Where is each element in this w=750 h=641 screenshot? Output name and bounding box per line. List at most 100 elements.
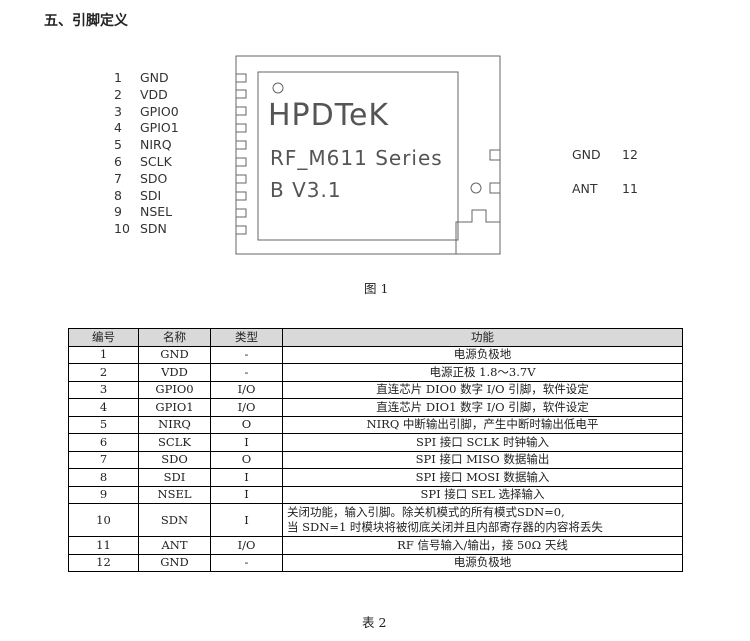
cell-number: 2 (68, 363, 139, 382)
pin-row: 3 GPIO0 (114, 104, 179, 121)
pin-row: 10 SDN (114, 221, 179, 238)
pin-name: SDN (140, 221, 167, 237)
cell-number: 5 (68, 415, 139, 434)
cell-type: - (210, 553, 283, 572)
pin-name: GND (572, 147, 601, 162)
right-pad-11 (489, 182, 500, 194)
section-heading: 五、引脚定义 (44, 13, 128, 29)
pin-name: NSEL (140, 204, 173, 220)
cell-name: SDI (138, 468, 211, 487)
module-series: RF_M611 Series (270, 146, 443, 170)
pin-number: 3 (114, 103, 122, 119)
cell-type: I (210, 468, 283, 487)
cell-number: 6 (68, 433, 139, 452)
header-type: 类型 (210, 328, 283, 347)
pin-number: 11 (622, 181, 638, 196)
cell-function: 关闭功能，输入引脚。除关机模式的所有模式SDN=0, 当 SDN=1 时模块将被… (282, 503, 683, 537)
pin-number: 2 (114, 86, 122, 102)
pin-row: 7 SDO (114, 171, 179, 188)
pin-name: SDO (140, 170, 168, 186)
cell-type: I (210, 433, 283, 452)
pin-name: GND (140, 70, 169, 85)
table-row: 10 SDN I 关闭功能，输入引脚。除关机模式的所有模式SDN=0, 当 SD… (68, 503, 683, 537)
table-header-row: 编号 名称 类型 功能 (68, 328, 683, 347)
cell-type: O (210, 450, 283, 469)
cell-name: GPIO0 (138, 380, 211, 399)
antenna-area (455, 209, 500, 254)
cell-name: SCLK (138, 433, 211, 452)
header-name: 名称 (138, 328, 211, 347)
cell-name: VDD (138, 363, 211, 382)
pin-name: ANT (572, 181, 598, 196)
function-line: 关闭功能，输入引脚。除关机模式的所有模式SDN=0, (287, 505, 565, 519)
pin-name: GPIO1 (140, 120, 179, 136)
pin-number: 6 (114, 153, 122, 169)
pin-number: 12 (622, 147, 638, 162)
pin-number: 5 (114, 137, 122, 153)
cell-function: SPI 接口 MOSI 数据输入 (282, 468, 683, 487)
cell-function: 直连芯片 DIO0 数字 I/O 引脚，软件设定 (282, 380, 683, 399)
cell-function: SPI 接口 SCLK 时钟输入 (282, 433, 683, 452)
cell-number: 4 (68, 398, 139, 417)
cell-name: NIRQ (138, 415, 211, 434)
cell-function: SPI 接口 SEL 选择输入 (282, 485, 683, 504)
cell-name: SDO (138, 450, 211, 469)
cell-type: I/O (210, 536, 283, 555)
cell-name: ANT (138, 536, 211, 555)
right-pin-row: GND 12 (572, 147, 638, 162)
pin-number: 8 (114, 187, 122, 203)
module-outline (235, 55, 501, 255)
pin-row: 4 GPIO1 (114, 120, 179, 137)
cell-type: - (210, 345, 283, 364)
pin-name: GPIO0 (140, 103, 179, 119)
pin1-marker (272, 82, 284, 94)
header-number: 编号 (68, 328, 139, 347)
header-function: 功能 (282, 328, 683, 347)
cell-type: O (210, 415, 283, 434)
pin-row: 5 NIRQ (114, 137, 179, 154)
cell-function: SPI 接口 MISO 数据输出 (282, 450, 683, 469)
pin-name: SCLK (140, 153, 172, 169)
right-pin-row: ANT 11 (572, 181, 638, 196)
cell-function: 电源正极 1.8～3.7V (282, 363, 683, 382)
pin-number: 4 (114, 120, 122, 136)
cell-number: 11 (68, 536, 139, 555)
cell-number: 1 (68, 345, 139, 364)
cell-type: I (210, 503, 283, 537)
cell-function: NIRQ 中断输出引脚，产生中断时输出低电平 (282, 415, 683, 434)
cell-type: I/O (210, 398, 283, 417)
module-shield (257, 71, 459, 241)
figure-caption: 图 1 (364, 281, 389, 296)
cell-number: 9 (68, 485, 139, 504)
table-caption: 表 2 (362, 615, 387, 630)
module-brand: HPDTeK (268, 98, 390, 133)
pin-number: 10 (114, 221, 130, 237)
pin-name: NIRQ (140, 137, 172, 153)
cell-number: 10 (68, 503, 139, 537)
cell-function: 电源负极地 (282, 553, 683, 572)
cell-number: 12 (68, 553, 139, 572)
left-pads (236, 73, 247, 235)
cell-name: SDN (138, 503, 211, 537)
function-line: 当 SDN=1 时模块将被彻底关闭并且内部寄存器的内容将丢失 (287, 520, 603, 534)
module-version: B V3.1 (270, 178, 342, 202)
cell-name: GPIO1 (138, 398, 211, 417)
cell-function: RF 信号输入/输出，接 50Ω 天线 (282, 536, 683, 555)
antenna-via (470, 182, 482, 194)
pin-row: 6 SCLK (114, 154, 179, 171)
pin-number: 7 (114, 170, 122, 186)
